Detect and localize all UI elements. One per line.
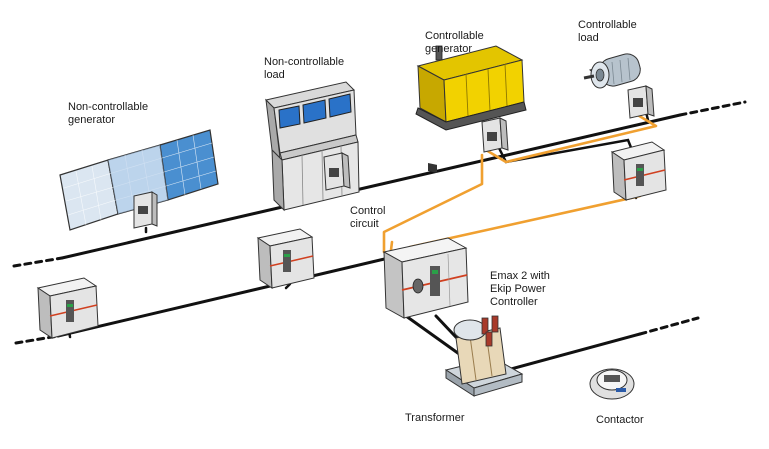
transformer — [444, 315, 524, 397]
label-transformer: Transformer — [405, 412, 465, 424]
electric-motor — [583, 53, 642, 89]
solar-contactor-box — [133, 191, 158, 229]
main-busbar — [60, 113, 682, 260]
diesel-generator — [415, 45, 527, 173]
label-controllable-generator: Controllable generator — [425, 30, 484, 55]
main-busbar-dashed-right — [678, 100, 747, 117]
lower-line — [56, 251, 412, 338]
power-lines — [12, 100, 747, 374]
label-control-circuit: Control circuit — [350, 205, 386, 230]
trafo-line — [498, 332, 642, 374]
contactor-meter — [589, 368, 635, 400]
monitor-1 — [278, 105, 301, 129]
motor-contactor-box — [627, 85, 655, 119]
label-controllable-load: Controllable load — [578, 19, 637, 44]
trafo-line-dashed-right — [638, 316, 700, 336]
drop-generator — [496, 138, 634, 164]
breaker-left — [36, 277, 99, 339]
console-contactor-box — [323, 152, 351, 191]
label-emax: Emax 2 with Ekip Power Controller — [490, 270, 550, 308]
drop-breaker-mid — [284, 282, 292, 290]
monitor-3 — [328, 93, 352, 118]
breaker-right — [610, 141, 667, 201]
main-busbar-dashed-left — [12, 256, 64, 268]
control-line-motor — [484, 112, 658, 164]
emax2-breaker — [382, 237, 469, 319]
breaker-middle — [256, 228, 315, 289]
control-console — [265, 81, 360, 212]
label-contactor: Contactor — [596, 414, 644, 426]
emax-to-trafo-2 — [404, 314, 464, 358]
control-line-generator — [382, 153, 484, 254]
monitor-2 — [302, 99, 327, 124]
generator-contactor-box — [481, 117, 509, 153]
label-non-controllable-generator: Non-controllable generator — [68, 101, 149, 126]
label-non-controllable-load: Non-controllable load — [264, 56, 345, 81]
